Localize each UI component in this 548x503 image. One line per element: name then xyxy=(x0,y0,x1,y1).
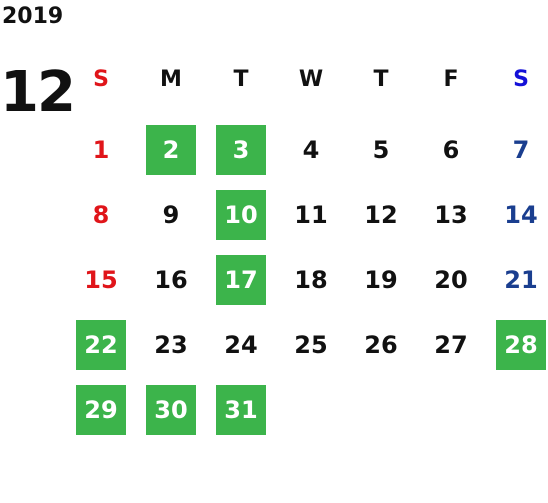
calendar-day[interactable]: 7 xyxy=(512,136,530,164)
weekday-saturday: S xyxy=(513,67,529,92)
calendar-day[interactable]: 1 xyxy=(92,136,110,164)
calendar-day[interactable]: 9 xyxy=(162,201,180,229)
weekday-monday: M xyxy=(160,67,182,92)
weekday-wednesday: W xyxy=(298,67,324,92)
calendar-day-highlighted[interactable]: 28 xyxy=(496,320,546,370)
calendar-day[interactable]: 4 xyxy=(302,136,320,164)
calendar-day[interactable]: 23 xyxy=(154,331,188,359)
weekday-friday: F xyxy=(443,67,459,92)
calendar-day[interactable]: 21 xyxy=(504,266,538,294)
calendar-day[interactable]: 5 xyxy=(372,136,390,164)
weekday-tuesday: T xyxy=(233,67,249,92)
calendar-day-highlighted[interactable]: 2 xyxy=(146,125,196,175)
calendar-day[interactable]: 11 xyxy=(294,201,328,229)
calendar-day-highlighted[interactable]: 3 xyxy=(216,125,266,175)
calendar-day-highlighted[interactable]: 31 xyxy=(216,385,266,435)
weekday-sunday: S xyxy=(93,67,109,92)
calendar-day[interactable]: 15 xyxy=(84,266,118,294)
calendar-day[interactable]: 8 xyxy=(92,201,110,229)
weekday-thursday: T xyxy=(373,67,389,92)
calendar-day-highlighted[interactable]: 30 xyxy=(146,385,196,435)
calendar-day-highlighted[interactable]: 22 xyxy=(76,320,126,370)
calendar-day[interactable]: 25 xyxy=(294,331,328,359)
calendar-day-highlighted[interactable]: 29 xyxy=(76,385,126,435)
calendar-day[interactable]: 24 xyxy=(224,331,258,359)
year-label: 2019 xyxy=(2,4,64,29)
calendar-day[interactable]: 13 xyxy=(434,201,468,229)
calendar-day[interactable]: 20 xyxy=(434,266,468,294)
calendar-day-highlighted[interactable]: 10 xyxy=(216,190,266,240)
calendar-day[interactable]: 18 xyxy=(294,266,328,294)
calendar-day-highlighted[interactable]: 17 xyxy=(216,255,266,305)
calendar-day[interactable]: 27 xyxy=(434,331,468,359)
calendar-day[interactable]: 12 xyxy=(364,201,398,229)
calendar-day[interactable]: 16 xyxy=(154,266,188,294)
calendar-day[interactable]: 14 xyxy=(504,201,538,229)
calendar-day[interactable]: 6 xyxy=(442,136,460,164)
calendar-day[interactable]: 19 xyxy=(364,266,398,294)
month-label: 12 xyxy=(0,60,76,125)
calendar-day[interactable]: 26 xyxy=(364,331,398,359)
